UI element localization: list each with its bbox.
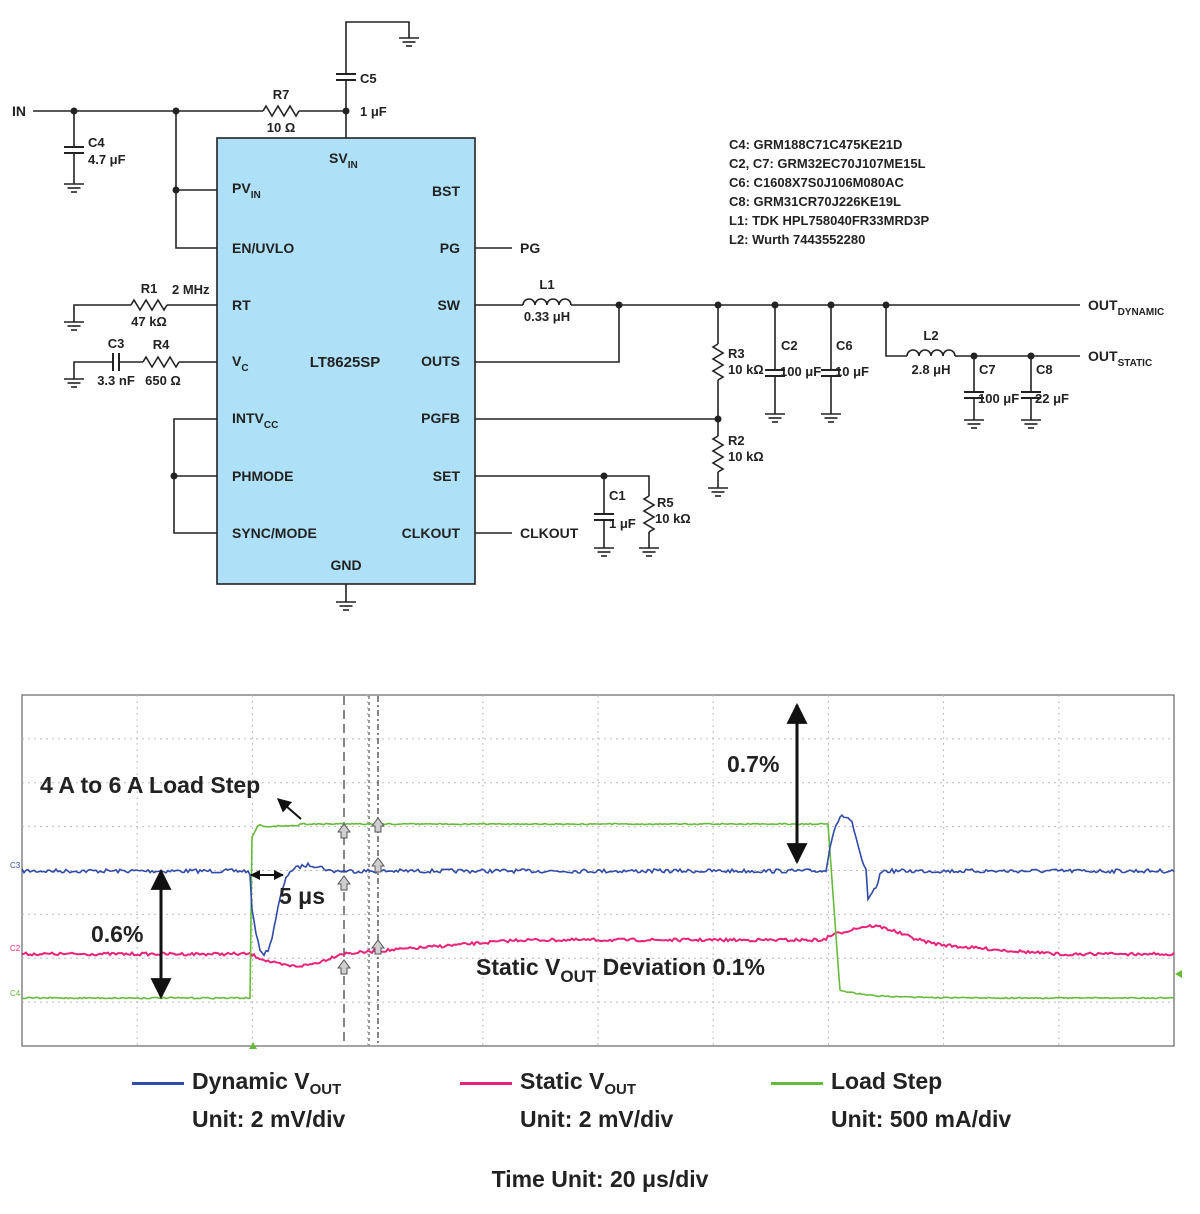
- trigger-marker: [1175, 970, 1182, 978]
- pin-enuvlo: EN/UVLO: [232, 240, 294, 256]
- r1-value: 47 kΩ: [131, 314, 167, 329]
- time-marker: [249, 1042, 257, 1049]
- c1-name: C1: [609, 488, 626, 503]
- l1-value: 0.33 μH: [524, 309, 570, 324]
- pin-syncmode: SYNC/MODE: [232, 525, 317, 541]
- bom-item: C4: GRM188C71C475KE21D: [729, 137, 902, 152]
- pin-pgfb: PGFB: [421, 410, 460, 426]
- c2-value: 100 μF: [780, 364, 821, 379]
- r3-name: R3: [728, 346, 745, 361]
- arrow-load-step: [276, 798, 302, 820]
- c5-value: 1 μF: [360, 104, 387, 119]
- c5-name: C5: [360, 71, 377, 86]
- channel-label-c2: C2: [10, 944, 21, 953]
- pin-svin: SVIN: [329, 150, 358, 171]
- c3-value: 3.3 nF: [97, 373, 135, 388]
- legend-swatch: [460, 1082, 512, 1085]
- rt-frequency: 2 MHz: [172, 282, 210, 297]
- pin-bst: BST: [432, 183, 460, 199]
- bom-item: L1: TDK HPL758040FR33MRD3P: [729, 213, 929, 228]
- pin-phmode: PHMODE: [232, 468, 293, 484]
- legend-name: Dynamic VOUT: [192, 1068, 342, 1098]
- legend-name: Load Step: [831, 1068, 943, 1094]
- r3-value: 10 kΩ: [728, 362, 764, 377]
- c2-name: C2: [781, 338, 798, 353]
- channel-label-c3: C3: [10, 861, 21, 870]
- pin-vc: VC: [232, 353, 249, 374]
- legend-unit: Unit: 2 mV/div: [520, 1106, 674, 1132]
- ic-name: LT8625SP: [310, 354, 381, 371]
- legend-name: Static VOUT: [520, 1068, 637, 1098]
- pin-pvin: PVIN: [232, 180, 261, 201]
- trace-load-step: [21, 822, 1175, 1000]
- ic-body: [216, 137, 476, 585]
- r5-value: 10 kΩ: [655, 511, 691, 526]
- pin-pg: PG: [440, 240, 460, 256]
- pin-outs: OUTS: [421, 353, 460, 369]
- r2-name: R2: [728, 433, 745, 448]
- l1-name: L1: [539, 277, 554, 292]
- c4-value: 4.7 μF: [88, 152, 126, 167]
- net-out-dynamic: OUTDYNAMIC: [1088, 297, 1164, 318]
- r5-name: R5: [657, 495, 674, 510]
- annotation-load-step: 4 A to 6 A Load Step: [40, 772, 260, 798]
- c4-name: C4: [88, 135, 105, 150]
- annotation-5us: 5 μs: [279, 883, 325, 909]
- annotation-07: 0.7%: [727, 751, 779, 777]
- bom-list: C4: GRM188C71C475KE21D C2, C7: GRM32EC70…: [729, 137, 929, 247]
- net-out-static: OUTSTATIC: [1088, 348, 1152, 369]
- legend-swatch: [132, 1082, 184, 1085]
- c1-value: 1 μF: [609, 516, 636, 531]
- net-in: IN: [12, 103, 26, 119]
- bom-item: C2, C7: GRM32EC70J107ME15L: [729, 156, 926, 171]
- schematic: LT8625SP SVIN GND PVIN EN/UVLO RT VC INT…: [12, 21, 1164, 611]
- channel-label-c4: C4: [10, 989, 21, 998]
- net-clkout: CLKOUT: [520, 525, 579, 541]
- annotation-static-deviation: Static VOUT Deviation 0.1%: [476, 954, 765, 986]
- legend-unit: Unit: 2 mV/div: [192, 1106, 346, 1132]
- l2-name: L2: [923, 328, 938, 343]
- bom-item: C8: GRM31CR70J226KE19L: [729, 194, 901, 209]
- net-pg: PG: [520, 240, 540, 256]
- pin-sw: SW: [437, 297, 460, 313]
- c3-name: C3: [108, 336, 125, 351]
- r1-name: R1: [141, 281, 158, 296]
- c6-name: C6: [836, 338, 853, 353]
- c8-value: 22 μF: [1035, 391, 1069, 406]
- c7-name: C7: [979, 362, 996, 377]
- pin-rt: RT: [232, 297, 251, 313]
- pin-gnd: GND: [330, 557, 361, 573]
- trace-dynamic-vout: [21, 814, 1175, 957]
- trace-static-vout: [21, 923, 1175, 968]
- cursor-markers: [337, 817, 385, 975]
- bom-item: C6: C1608X7S0J106M080AC: [729, 175, 904, 190]
- c6-value: 10 μF: [835, 364, 869, 379]
- r7-value: 10 Ω: [267, 120, 296, 135]
- pin-intvcc: INTVCC: [232, 410, 278, 431]
- c7-value: 100 μF: [978, 391, 1019, 406]
- legend-swatch: [771, 1082, 823, 1085]
- r4-value: 650 Ω: [145, 373, 181, 388]
- bom-item: L2: Wurth 7443552280: [729, 232, 865, 247]
- c8-name: C8: [1036, 362, 1053, 377]
- scope-capture: C3 C2 C4 4 A to 6 A Load Step 0.7% 0.6% …: [10, 694, 1182, 1049]
- time-unit: Time Unit: 20 μs/div: [491, 1166, 709, 1192]
- r4-name: R4: [153, 337, 170, 352]
- pin-clkout: CLKOUT: [402, 525, 461, 541]
- l2-value: 2.8 μH: [911, 362, 950, 377]
- pin-set: SET: [433, 468, 461, 484]
- r7-name: R7: [273, 87, 290, 102]
- r2-value: 10 kΩ: [728, 449, 764, 464]
- annotation-06: 0.6%: [91, 921, 143, 947]
- legend-unit: Unit: 500 mA/div: [831, 1106, 1012, 1132]
